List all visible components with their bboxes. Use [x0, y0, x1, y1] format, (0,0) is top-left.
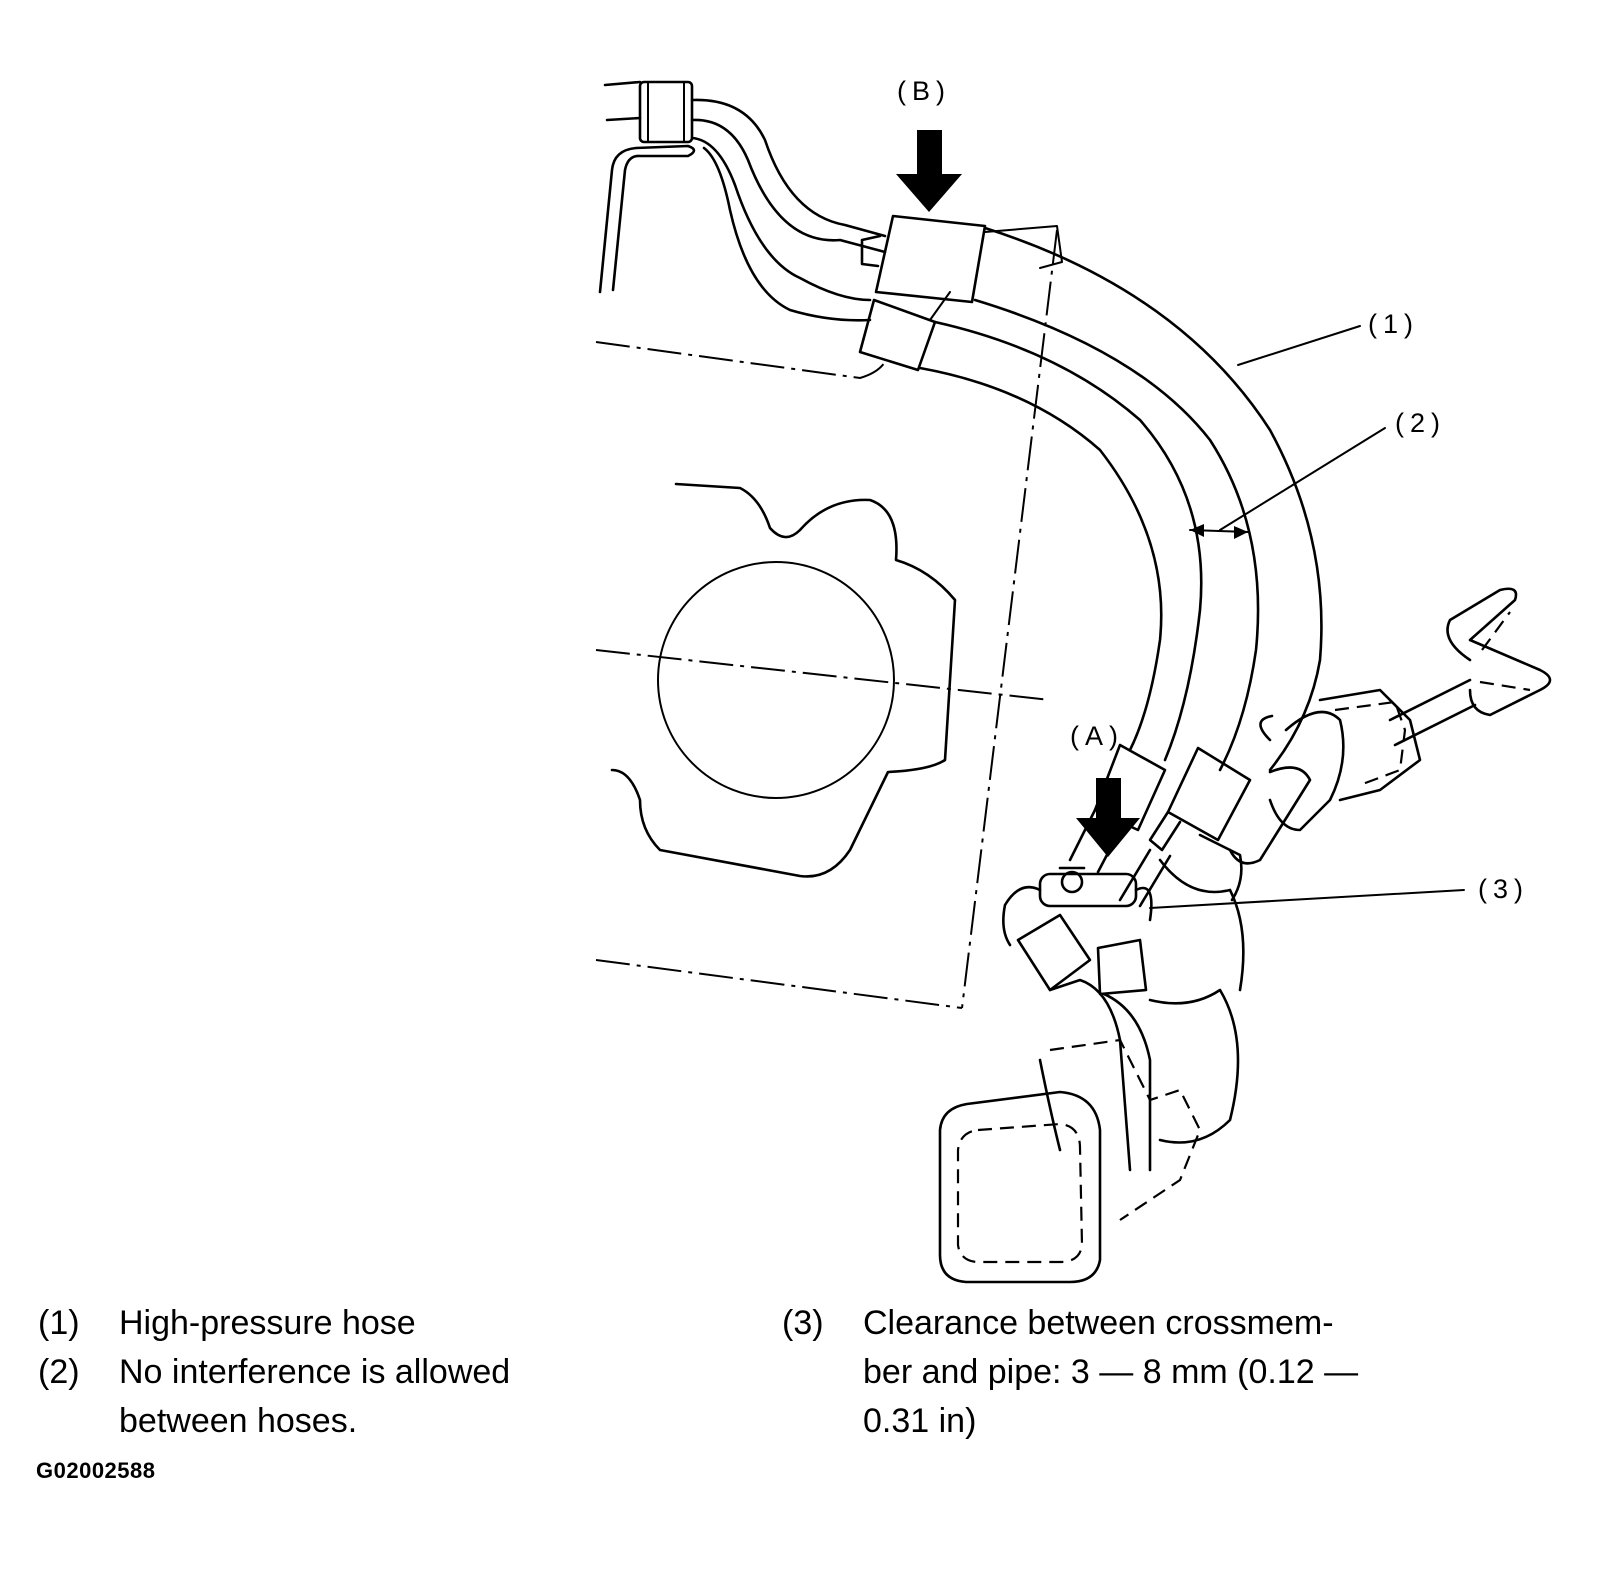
pipe-clamp-assembly — [1002, 866, 1153, 1172]
body-outline — [595, 225, 1063, 1009]
return-hose — [690, 136, 1203, 762]
callout-3-label: (3) — [1478, 874, 1529, 904]
callout-2-label: (2) — [1395, 408, 1446, 438]
hose-fitting-lower — [858, 298, 937, 372]
legend-number: (1) — [38, 1304, 80, 1342]
clearance-arrow-2 — [1189, 524, 1249, 539]
hose-fitting-upper — [874, 214, 987, 304]
figure-code: G02002588 — [36, 1458, 156, 1483]
legend-item-1: (1) High-pressure hose — [38, 1299, 638, 1348]
legend-text: High-pressure hose — [119, 1304, 416, 1342]
legend-item-2: (2) No interference is allowed between h… — [38, 1348, 638, 1446]
crossmember — [938, 833, 1245, 1284]
leader-line-1 — [1237, 325, 1361, 366]
upper-clamp — [598, 80, 696, 294]
arrow-a — [1076, 778, 1140, 857]
callout-1-label: (1) — [1368, 309, 1419, 339]
high-pressure-hose — [690, 98, 1323, 772]
legend-text: No interference is allowed between hoses… — [119, 1353, 511, 1440]
legend-right-column: (3) Clearance between crossmem- ber and … — [782, 1299, 1422, 1446]
hose-clamp-block — [638, 80, 694, 144]
arrow-b — [896, 130, 962, 212]
legend-number: (3) — [782, 1304, 824, 1342]
callout-a-label: (A) — [1070, 721, 1124, 751]
leader-line-2 — [1219, 427, 1386, 531]
tie-rod — [1228, 587, 1552, 865]
callout-b-label: (B) — [897, 76, 951, 106]
gear-housing — [610, 482, 957, 878]
legend-number: (2) — [38, 1353, 80, 1391]
pipe-clamp — [1038, 872, 1138, 908]
legend-item-3: (3) Clearance between crossmem- ber and … — [782, 1299, 1422, 1446]
legend-text: Clearance between crossmem- ber and pipe… — [863, 1304, 1359, 1440]
clamp-bolt — [1060, 870, 1084, 894]
legend-left-column: (1) High-pressure hose (2) No interferen… — [38, 1299, 638, 1446]
leader-line-3 — [1149, 889, 1465, 909]
pinion-housing-circle — [657, 561, 895, 799]
